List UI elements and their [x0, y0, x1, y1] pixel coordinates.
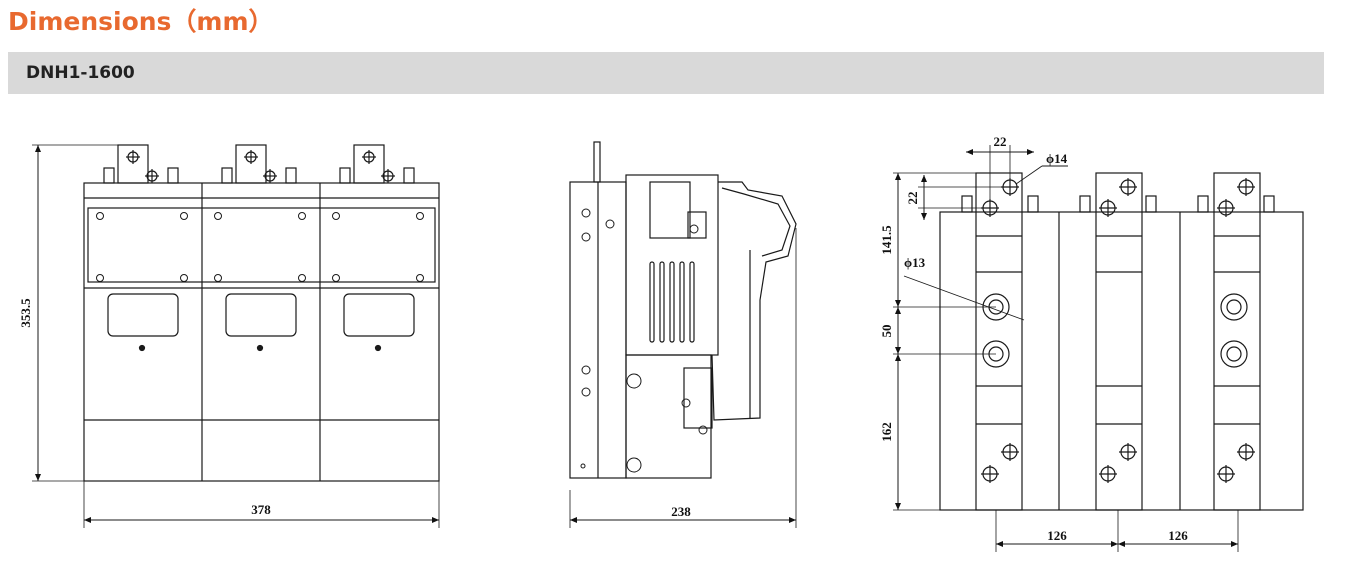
- side-view: [569, 141, 797, 528]
- mounting-view: [893, 145, 1304, 552]
- dim-22-width: 22: [994, 134, 1007, 149]
- front-width-dim: 378: [251, 502, 271, 517]
- dim-126-right: 126: [1168, 528, 1188, 543]
- dim-22-height: 22: [905, 192, 920, 205]
- front-terminals: [103, 144, 415, 184]
- dim-141-5: 141.5: [879, 225, 894, 255]
- front-cover-band: [87, 207, 436, 283]
- dim-hole-13: ϕ13: [904, 255, 926, 270]
- mounting-terminal-lugs: [961, 195, 1275, 213]
- front-body: [83, 182, 440, 482]
- side-screws: [580, 208, 708, 473]
- side-vent-slots: [649, 261, 695, 343]
- dim-162: 162: [879, 422, 894, 442]
- front-view: [32, 144, 440, 528]
- front-windows: [107, 293, 415, 352]
- dim-126-left: 126: [1047, 528, 1067, 543]
- model-header-bar: DNH1-1600: [8, 52, 1324, 94]
- side-width-dim: 238: [671, 504, 691, 519]
- dim-50: 50: [879, 325, 894, 338]
- page-title: Dimensions（mm）: [8, 7, 274, 36]
- dim-hole-14: ϕ14: [1046, 151, 1068, 166]
- front-height-dim: 353.5: [18, 298, 33, 328]
- front-screws: [96, 212, 424, 282]
- mounting-busbars: [975, 172, 1261, 511]
- dimension-drawings: 353.5 378 238: [18, 134, 1304, 552]
- model-label: DNH1-1600: [26, 63, 135, 83]
